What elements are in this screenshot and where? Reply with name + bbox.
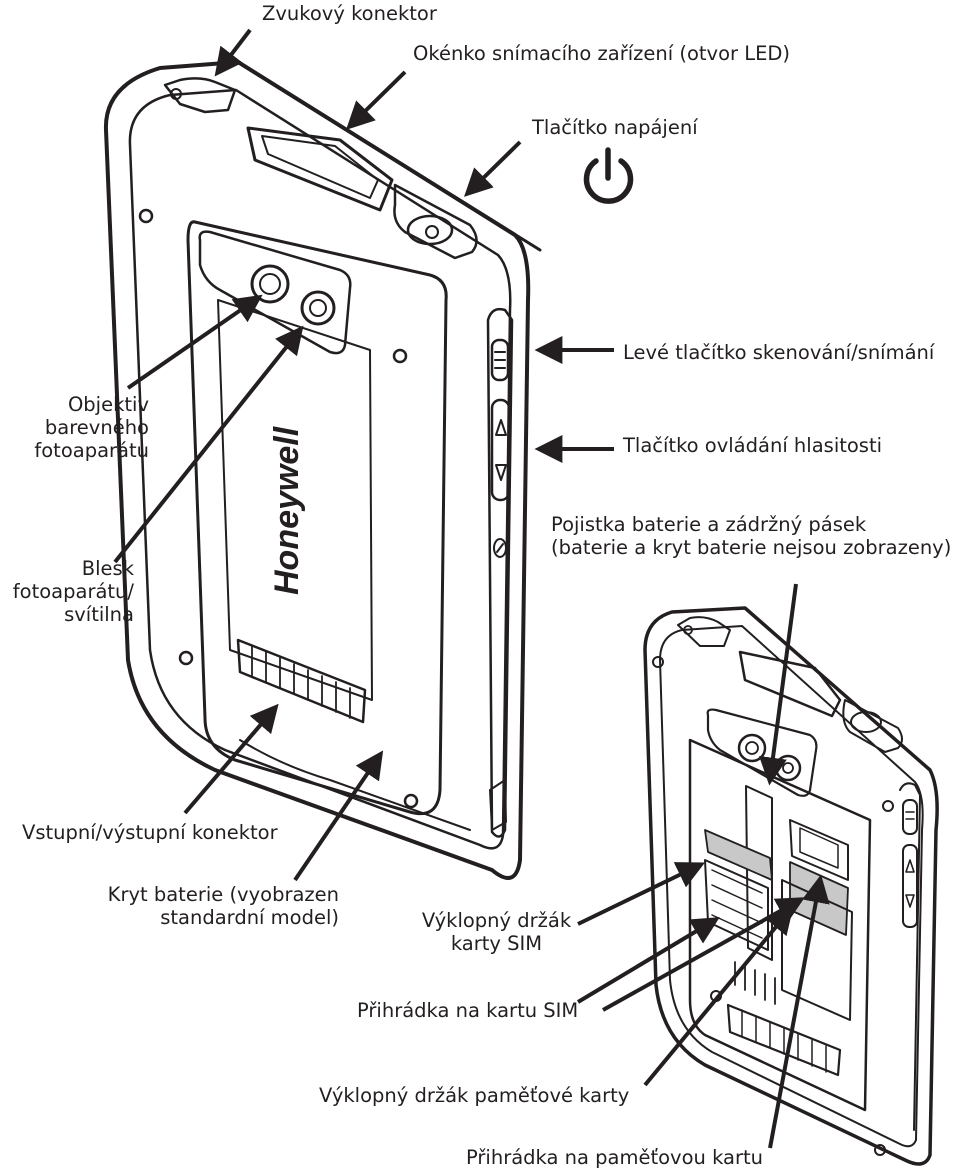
brand-logo: Honeywell	[268, 425, 306, 595]
label-sim-holder-line: Výklopný držák	[421, 909, 572, 932]
label-flash-line: Blesk	[81, 557, 134, 580]
arrow-icon	[113, 325, 304, 564]
arrow-icon	[643, 905, 794, 1087]
arrow-icon	[602, 897, 805, 1012]
arrow-icon	[759, 583, 798, 786]
label-flash-line: fotoaparátu/	[12, 580, 134, 603]
label-battery-latch-line: Pojistka baterie a zádržný pásek	[551, 513, 867, 536]
label-sim-slot: Přihrádka na kartu SIM	[357, 999, 579, 1022]
label-battery-cover-line: standardní model)	[160, 906, 339, 929]
label-memory-card-slot: Přihrádka na paměťovou kartu	[466, 1146, 764, 1169]
label-battery-cover-line: Kryt baterie (vyobrazen	[107, 883, 339, 906]
label-io-connector: Vstupní/výstupní konektor	[22, 821, 278, 844]
arrow-icon	[183, 703, 279, 815]
arrow-icon	[293, 750, 384, 882]
label-left-scan-button: Levé tlačítko skenování/snímání	[623, 341, 935, 364]
arrow-icon	[768, 874, 830, 1149]
arrow-icon	[464, 140, 522, 197]
label-camera-lens-line: fotoaparátu	[34, 439, 149, 462]
label-memory-card-holder: Výklopný držák paměťové karty	[319, 1084, 630, 1107]
label-battery-latch-line: (baterie a kryt baterie nejsou zobrazeny…	[551, 536, 952, 559]
label-sim-holder-line: karty SIM	[450, 932, 543, 955]
arrow-icon	[346, 70, 407, 130]
label-camera-lens: Objektiv barevného fotoaparátu	[34, 393, 149, 462]
device-open-view	[643, 606, 939, 1166]
label-camera-lens-line: Objektiv	[67, 393, 149, 416]
label-power-button: Tlačítko napájení	[532, 116, 698, 139]
arrow-icon	[126, 294, 263, 390]
device-back-view	[103, 60, 542, 880]
label-imager-window: Okénko snímacího zařízení (otvor LED)	[413, 42, 791, 65]
label-flash: Blesk fotoaparátu/ svítilna	[13, 557, 134, 626]
arrow-icon	[577, 862, 706, 926]
label-volume-button: Tlačítko ovládání hlasitosti	[623, 434, 883, 457]
power-icon	[583, 147, 634, 204]
label-battery-cover: Kryt baterie (vyobrazen standardní model…	[108, 883, 339, 929]
arrow-icon	[576, 917, 720, 1004]
label-battery-latch: Pojistka baterie a zádržný pásek (bateri…	[551, 513, 951, 559]
label-camera-lens-line: barevného	[44, 416, 149, 439]
label-sim-holder: Výklopný držák karty SIM	[415, 909, 578, 955]
label-flash-line: svítilna	[64, 603, 134, 626]
arrow-icon	[214, 28, 252, 77]
label-audio-connector: Zvukový konektor	[262, 2, 437, 25]
